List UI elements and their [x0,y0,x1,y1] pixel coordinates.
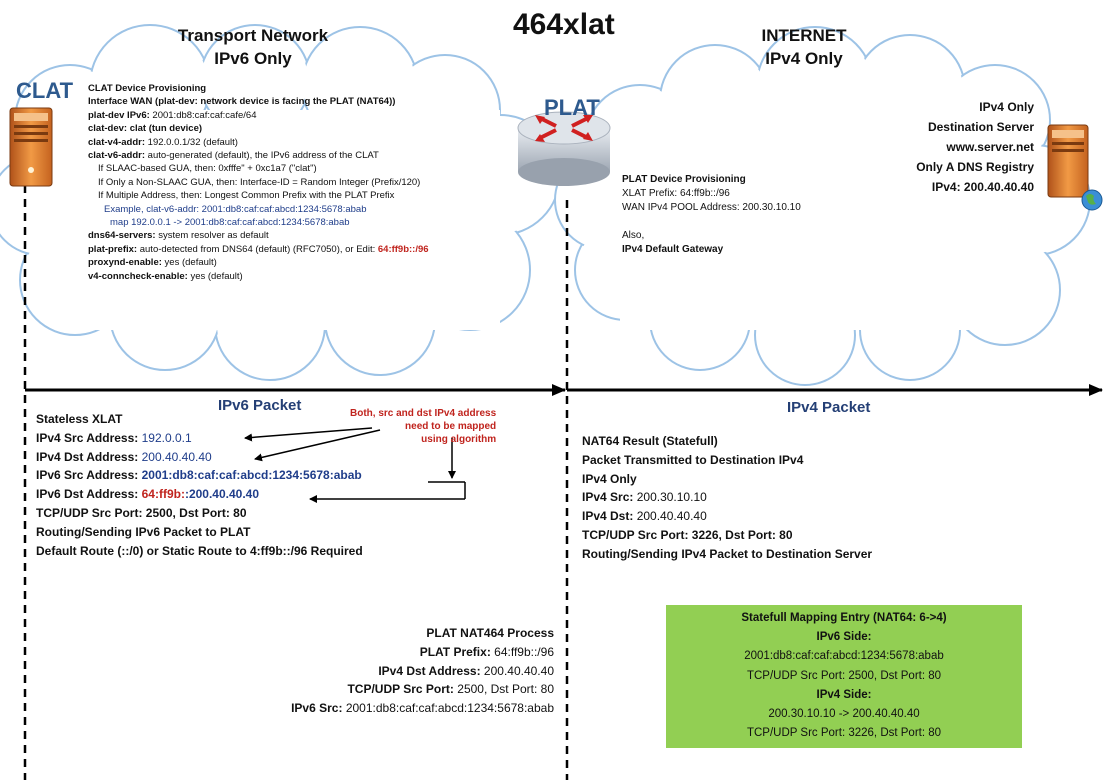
src4-value: 192.0.0.1 [141,430,192,445]
stateless-default-route: Default Route (::/0) or Static Route to … [36,543,363,558]
dns64-key: dns64-servers: [88,230,156,242]
wan-pool-line: WAN IPv4 POOL Address: 200.30.10.10 [622,202,801,213]
server-info-line4: Only A DNS Registry [916,160,1034,174]
plat-provisioning-heading: PLAT Device Provisioning [622,174,746,185]
mapping-ipv4-ports: TCP/UDP Src Port: 3226, Dst Port: 80 [746,727,942,740]
nat64-dst-value: 200.40.40.40 [636,509,707,524]
nat64-dst-key: IPv4 Dst: [582,509,634,524]
plat-process-src6-key: IPv6 Src: [291,701,343,716]
stateless-ports: TCP/UDP Src Port: 2500, Dst Port: 80 [36,505,247,520]
proxynd-value: yes (default) [164,257,217,269]
server-info-line5: IPv4: 200.40.40.40 [931,180,1034,194]
plat-router-icon [517,111,611,186]
v4conn-key: v4-conncheck-enable: [88,270,188,282]
plat-process-dst-value: 200.40.40.40 [483,663,554,678]
nat64-heading: NAT64 Result (Statefull) [582,434,718,448]
clat-v6-addr-value: auto-generated (default), the IPv6 addre… [147,150,379,162]
gateway-line: IPv4 Default Gateway [622,244,724,255]
src6-value: 2001:db8:caf:caf:abcd:1234:5678:abab [141,468,362,483]
nat64-result: NAT64 Result (Statefull) Packet Transmit… [582,432,872,564]
clat-server-icon [9,107,53,187]
example-line: Example, clat-v6-addr: 2001:db8:caf:caf:… [104,203,367,215]
clat-label: CLAT [16,78,74,103]
stateful-mapping-entry: Statefull Mapping Entry (NAT64: 6->4) IP… [666,605,1022,748]
dst6-value: :200.40.40.40 [184,487,260,502]
mapping-note-line3: using algorithm [421,434,497,445]
plat-provisioning: PLAT Device Provisioning XLAT Prefix: 64… [622,173,801,257]
clat-v4-addr-value: 192.0.0.1/32 (default) [147,136,238,148]
server-info-line2: Destination Server [927,120,1034,134]
mapping-heading: Statefull Mapping Entry (NAT64: 6->4) [741,612,947,624]
diagram-title: 464xlat [513,8,615,41]
plat-process-src6-value: 2001:db8:caf:caf:abcd:1234:5678:abab [345,701,554,716]
mapping-note: Both, src and dst IPv4 address need to b… [350,407,496,446]
dst4-value: 200.40.40.40 [141,449,212,464]
nat64-transmitted: Packet Transmitted to Destination IPv4 [582,452,804,467]
slaac-line: If SLAAC-based GUA, then: 0xfffe" + 0xc1… [98,163,317,175]
plat-process-dst-key: IPv4 Dst Address: [378,663,481,678]
src4-key: IPv4 Src Address: [36,430,139,445]
proxynd-key: proxynd-enable: [88,257,162,269]
xlat-prefix-line: XLAT Prefix: 64:ff9b::/96 [622,188,730,199]
mapping-ipv4-addr: 200.30.10.10 -> 200.40.40.40 [768,708,920,721]
dst6-key: IPv6 Dst Address: [36,487,139,502]
mapping-ipv6-ports: TCP/UDP Src Port: 2500, Dst Port: 80 [746,669,942,682]
map-line: map 192.0.0.1 -> 2001:db8:caf:caf:abcd:1… [110,217,350,229]
plat-process-ports-key: TCP/UDP Src Port: [347,682,454,697]
mapping-ipv6-side: IPv6 Side: [816,631,872,644]
plat-process-heading: PLAT NAT464 Process [426,626,554,640]
plat-label: PLAT [544,95,600,120]
plat-prefix-key: plat-prefix: [88,243,138,255]
plat-prefix-red: 64:ff9b::/96 [377,243,429,255]
dns64-value: system resolver as default [158,230,269,242]
note-arrow-dst [254,429,381,462]
stateless-routing: Routing/Sending IPv6 Packet to PLAT [36,524,251,539]
nat64-ipv4only: IPv4 Only [582,471,637,486]
plat-process: PLAT NAT464 Process PLAT Prefix: 64:ff9b… [291,624,554,718]
dst6-red: 64:ff9b: [141,487,185,502]
destination-server-icon [1047,124,1103,211]
nat64-src-key: IPv4 Src: [582,490,634,505]
stateless-xlat: Stateless XLAT IPv4 Src Address: 192.0.0… [36,410,363,560]
dst4-key: IPv4 Dst Address: [36,449,139,464]
v4conn-value: yes (default) [190,270,243,282]
mapping-note-line2: need to be mapped [405,421,497,432]
clat-v4-addr-key: clat-v4-addr: [88,136,146,148]
also-line: Also, [622,230,645,241]
interface-wan-line: Interface WAN (plat-dev: network device … [88,96,396,108]
plat-dev-ipv6-key: plat-dev IPv6: [88,109,150,121]
server-info-line3: www.server.net [946,140,1034,154]
multiple-address-line: If Multiple Address, then: Longest Commo… [98,190,395,202]
ipv4-packet-label: IPv4 Packet [787,399,871,416]
clat-v6-addr-key: clat-v6-addr: [88,150,146,162]
nat64-routing: Routing/Sending IPv4 Packet to Destinati… [582,546,873,561]
nat64-ports: TCP/UDP Src Port: 3226, Dst Port: 80 [582,527,793,542]
plat-process-ports-value: 2500, Dst Port: 80 [457,682,554,697]
clat-provisioning-heading: CLAT Device Provisioning [88,83,207,94]
mapping-ipv4-side: IPv4 Side: [816,688,872,701]
clat-provisioning: CLAT Device Provisioning Interface WAN (… [88,82,429,283]
note-arrow-src [244,427,373,442]
non-slaac-line: If Only a Non-SLAAC GUA, then: Interface… [98,176,421,188]
mapping-note-line1: Both, src and dst IPv4 address [350,408,497,419]
server-info-line1: IPv4 Only [979,100,1034,114]
mapping-ipv6-addr: 2001:db8:caf:caf:abcd:1234:5678:abab [744,650,944,663]
clat-dev-line: clat-dev: clat (tun device) [88,123,203,135]
ipv6-packet-label: IPv6 Packet [218,397,302,414]
server-info: IPv4 Only Destination Server www.server.… [916,97,1034,197]
plat-process-prefix-key: PLAT Prefix: [419,644,491,659]
stateless-heading: Stateless XLAT [36,412,123,426]
nat64-src-value: 200.30.10.10 [636,490,707,505]
plat-dev-ipv6-value: 2001:db8:caf:caf:cafe/64 [152,109,257,121]
src6-key: IPv6 Src Address: [36,468,139,483]
plat-prefix-value: auto-detected from DNS64 (default) (RFC7… [139,243,376,255]
plat-process-prefix-value: 64:ff9b::/96 [494,644,554,659]
